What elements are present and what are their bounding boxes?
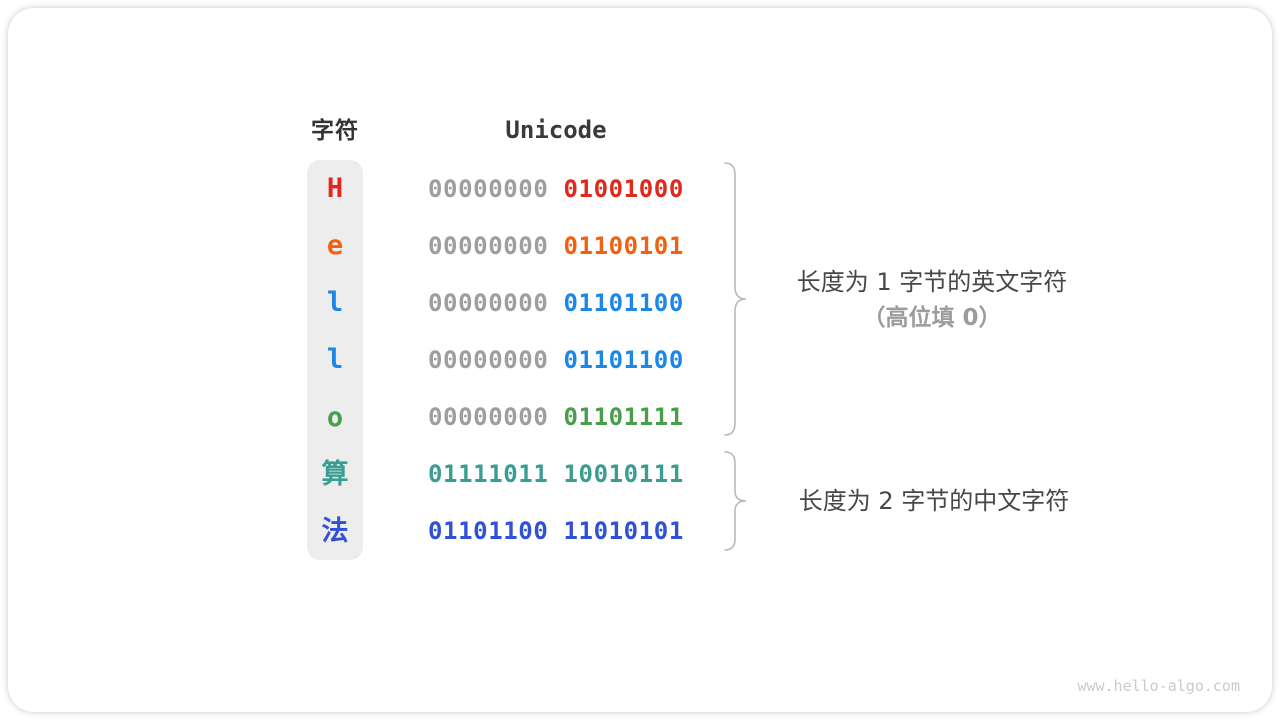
high-byte: 00000000 xyxy=(428,231,549,260)
char-column-background xyxy=(307,160,363,560)
annotation-english-line1: 长度为 1 字节的英文字符 xyxy=(796,268,1068,296)
unicode-binary-value: 00000000 01100101 xyxy=(428,234,684,258)
high-byte: 01111011 xyxy=(428,460,549,489)
table-row: 法 01101100 11010101 xyxy=(307,503,690,560)
character-cell: l xyxy=(326,344,344,376)
low-byte: 11010101 xyxy=(563,517,684,546)
table-row: e 00000000 01100101 xyxy=(307,217,690,274)
byte-separator xyxy=(548,517,563,545)
character-cell: l xyxy=(326,287,344,319)
table-row: l 00000000 01101100 xyxy=(307,274,690,331)
high-byte: 00000000 xyxy=(428,174,549,203)
figure-card xyxy=(8,8,1272,712)
unicode-binary-value: 01101100 11010101 xyxy=(428,519,684,543)
character-cell: o xyxy=(326,401,344,433)
low-byte: 01100101 xyxy=(563,231,684,260)
low-byte: 01001000 xyxy=(563,174,684,203)
unicode-binary-value: 00000000 01101100 xyxy=(428,348,684,372)
annotation-english-line2: （高位填 0） xyxy=(862,305,1002,331)
byte-separator xyxy=(548,403,563,431)
low-byte: 01101100 xyxy=(563,345,684,374)
table-row: 算 01111011 10010111 xyxy=(307,446,690,503)
low-byte: 01101111 xyxy=(563,403,684,432)
annotation-english-group: 长度为 1 字节的英文字符 （高位填 0） xyxy=(758,265,1106,337)
byte-separator xyxy=(548,175,563,203)
byte-separator xyxy=(548,346,563,374)
character-cell: H xyxy=(326,173,344,205)
high-byte: 00000000 xyxy=(428,288,549,317)
character-cell: e xyxy=(326,230,344,262)
unicode-binary-value: 00000000 01001000 xyxy=(428,177,684,201)
byte-separator xyxy=(548,460,563,488)
unicode-column-header: Unicode xyxy=(505,116,607,144)
character-cell: 法 xyxy=(321,515,349,547)
byte-separator xyxy=(548,289,563,317)
high-byte: 01101100 xyxy=(428,517,549,546)
char-column-header: 字符 xyxy=(311,118,359,144)
high-byte: 00000000 xyxy=(428,345,549,374)
character-cell: 算 xyxy=(321,458,349,490)
encoding-table: H 00000000 01001000 e 00000000 01100101 … xyxy=(307,160,690,560)
unicode-binary-value: 00000000 01101111 xyxy=(428,405,684,429)
unicode-binary-value: 00000000 01101100 xyxy=(428,291,684,315)
low-byte: 10010111 xyxy=(563,460,684,489)
low-byte: 01101100 xyxy=(563,288,684,317)
unicode-binary-value: 01111011 10010111 xyxy=(428,462,684,486)
annotation-chinese-group: 长度为 2 字节的中文字符 xyxy=(798,487,1070,515)
high-byte: 00000000 xyxy=(428,403,549,432)
table-row: o 00000000 01101111 xyxy=(307,389,690,446)
brace-chinese-group xyxy=(724,451,747,551)
brace-english-group xyxy=(724,162,747,436)
byte-separator xyxy=(548,232,563,260)
watermark: www.hello-algo.com xyxy=(1077,677,1240,695)
table-row: l 00000000 01101100 xyxy=(307,331,690,388)
table-row: H 00000000 01001000 xyxy=(307,160,690,217)
